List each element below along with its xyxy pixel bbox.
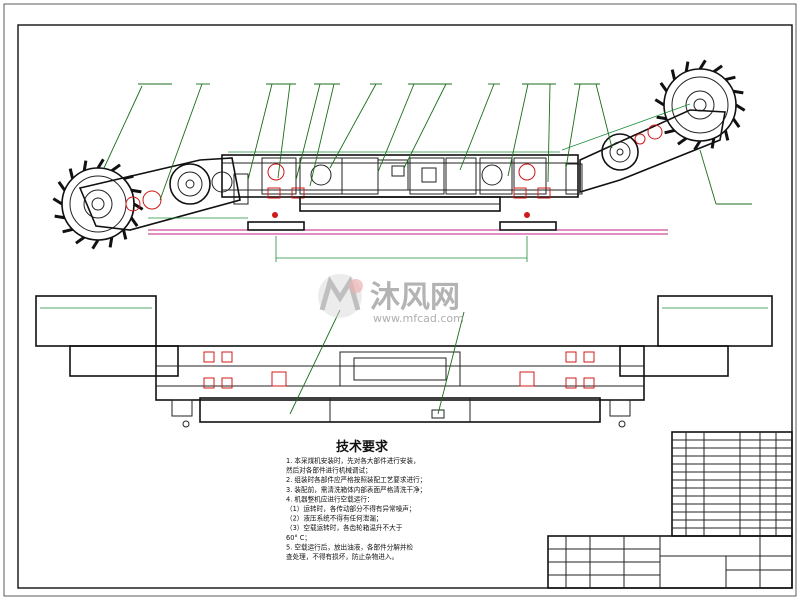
cutting-pick [670, 69, 677, 80]
cutting-pick [75, 236, 86, 245]
tech-req-line: 3. 装配前，需清洗箱体内部表面严格清洗干净； [286, 485, 426, 494]
inner-frame [17, 24, 793, 589]
cutting-pick [656, 115, 667, 121]
cutting-pick [82, 160, 88, 171]
left-ranging-arm [78, 157, 249, 231]
cutting-pick [684, 61, 690, 72]
title-block [547, 535, 793, 589]
cutting-pick [725, 75, 736, 82]
cutting-pick [110, 163, 121, 172]
cutting-pick [91, 239, 100, 250]
outer-border [3, 3, 797, 597]
cutting-pick [52, 197, 63, 206]
tech-req-line: 然后对各部件进行机械调试； [286, 466, 372, 475]
cutting-pick [732, 117, 741, 128]
cutting-pick [133, 202, 144, 211]
right-skid [499, 221, 557, 231]
tech-req-list: 1. 本采煤机安装时，先对各大部件进行安装， 然后对各部件进行机械调试；2. 组… [286, 456, 426, 561]
tech-req-line: 5. 空载运行后，放出油液，各部件分解并检 [286, 542, 413, 551]
tech-req-line: （1）运转时，各传动部分不得有异常噪声； [286, 504, 415, 513]
cutting-pick [108, 237, 114, 248]
parts-list-table [671, 431, 793, 537]
tech-req-line: 查处理，不得有损坏，防止杂物进入。 [286, 552, 398, 561]
cutting-pick [735, 103, 746, 112]
cutting-pick [62, 227, 73, 234]
cutting-pick [96, 158, 105, 169]
cutting-pick [68, 168, 75, 179]
tech-req-title: 技术要求 [336, 439, 389, 455]
left-skid [247, 221, 305, 231]
tech-req-line: 1. 本采煤机安装时，先对各大部件进行安装， [286, 456, 420, 465]
tech-req-line: （3）空载运转时，各齿轮箱温升不大于 [286, 523, 403, 532]
watermark-logo [318, 274, 363, 318]
cutting-pick [654, 98, 665, 107]
cutting-pick [693, 140, 702, 151]
cutting-pick [131, 188, 142, 194]
left-cutting-drum [52, 158, 144, 250]
tech-req-line: 60° C； [286, 534, 311, 542]
cutting-pick [698, 59, 707, 70]
tech-req-line: （2）液压系统不得有任何泄漏； [286, 514, 383, 523]
cutting-pick [57, 181, 66, 192]
cutting-pick [677, 137, 688, 146]
right-ranging-arm [565, 109, 726, 195]
cutting-pick [130, 216, 139, 227]
cutting-pick [659, 82, 668, 93]
cutting-pick [723, 130, 730, 141]
cutting-pick [121, 229, 128, 240]
tech-req-line: 4. 机器整机应进行空载运行： [286, 494, 374, 503]
machine-body [221, 154, 579, 218]
watermark-url: www.mfcad.com [373, 312, 464, 325]
cutting-pick [664, 128, 675, 135]
plan-view [35, 295, 773, 428]
tech-req-line: 2. 组装时各部件应严格按照装配工艺要求进行； [286, 475, 426, 484]
cutting-pick [712, 64, 723, 73]
watermark-brand: 沐风网 [370, 280, 460, 315]
elevation-view [52, 59, 752, 262]
cutting-pick [733, 89, 744, 95]
cutting-pick [54, 214, 65, 220]
right-cutting-drum [654, 59, 746, 151]
